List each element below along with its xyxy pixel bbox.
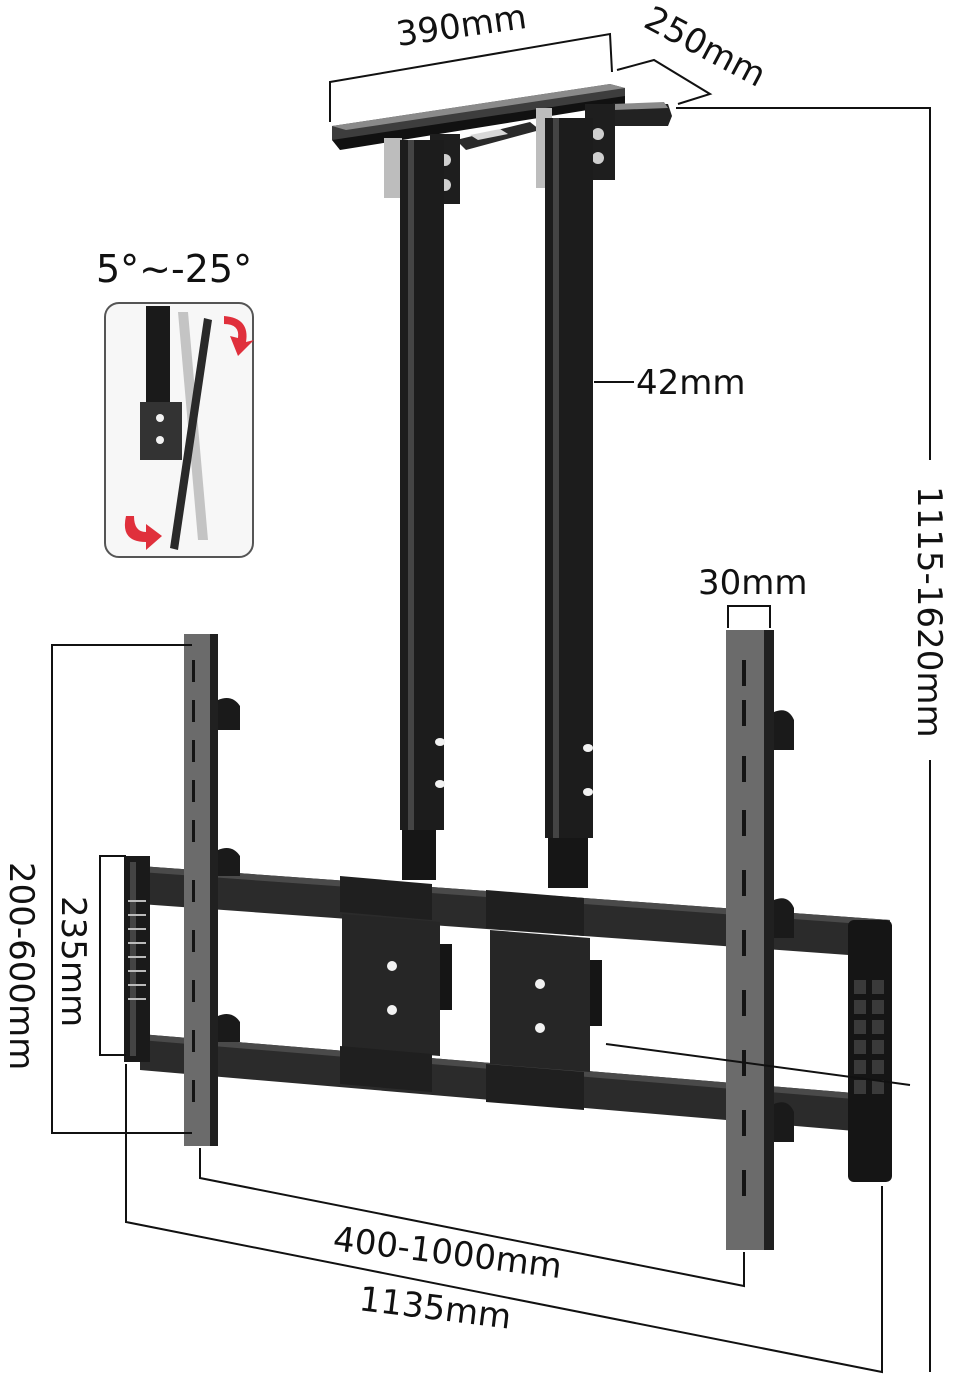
dim-label-plate-width: 390mm bbox=[394, 0, 529, 55]
dim-label-rail-width: 30mm bbox=[698, 563, 808, 603]
dim-label-arm-spacing: 235mm bbox=[53, 896, 93, 1027]
tilt-arrow-down-icon bbox=[224, 316, 254, 356]
dim-label-pole-diameter: 42mm bbox=[636, 363, 746, 403]
center-plate-left bbox=[340, 876, 452, 1092]
dimension-lines bbox=[51, 32, 931, 1374]
right-end-grip bbox=[848, 920, 892, 1182]
right-vesa-rail bbox=[726, 630, 794, 1250]
left-pole bbox=[400, 140, 445, 880]
left-vesa-rail bbox=[184, 634, 240, 1146]
right-pole bbox=[545, 118, 593, 888]
dim-label-height-range: 1115-1620mm bbox=[909, 486, 949, 738]
dim-label-plate-depth: 250mm bbox=[638, 0, 773, 96]
dim-label-rail-vertical-range: 200-600mm bbox=[1, 862, 41, 1070]
dim-label-horizontal-range: 400-1000mm bbox=[331, 1219, 564, 1287]
tilt-inset: 5°~-25° bbox=[96, 247, 254, 558]
left-end-grip bbox=[124, 856, 150, 1062]
tilt-arrow-up-icon bbox=[124, 516, 162, 550]
center-plate-right bbox=[486, 890, 602, 1110]
dim-label-overall-width: 1135mm bbox=[357, 1279, 514, 1337]
ceiling-plate bbox=[332, 84, 672, 204]
tilt-range-label: 5°~-25° bbox=[96, 247, 252, 291]
